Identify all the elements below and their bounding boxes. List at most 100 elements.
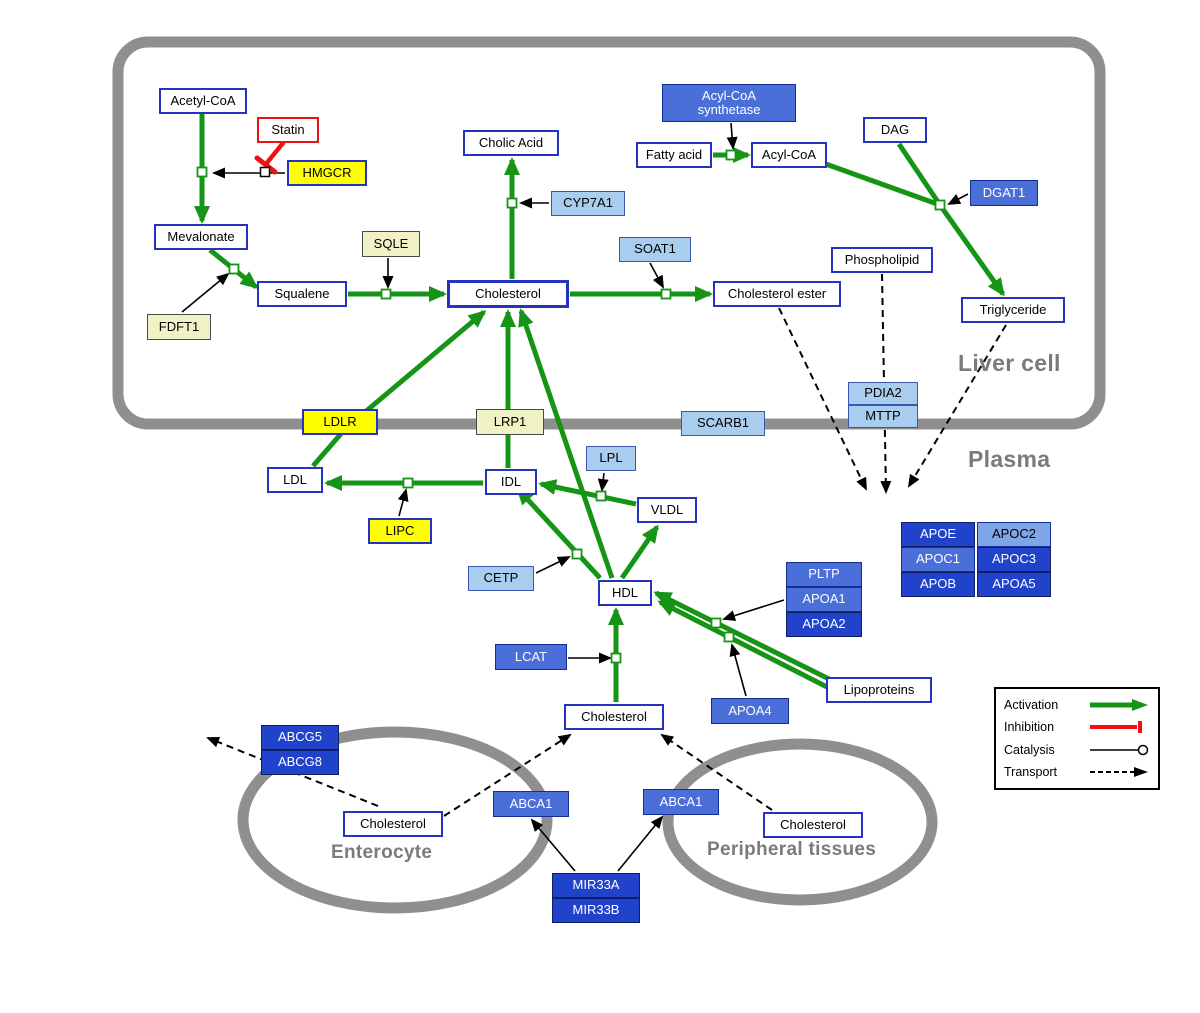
transport-edge <box>443 733 572 817</box>
node-lipoproteins[interactable]: Lipoproteins <box>826 677 932 703</box>
drug-action-node <box>259 166 271 178</box>
activation-edge <box>518 308 615 579</box>
catalysis-circle-icon <box>1090 744 1149 755</box>
reaction-node <box>595 490 607 502</box>
node-abcg5[interactable]: ABCG5 <box>261 725 339 750</box>
catalysis-edges <box>181 122 969 872</box>
legend-item-activation: Activation <box>1004 697 1150 713</box>
node-squalene[interactable]: Squalene <box>257 281 347 307</box>
node-mir33b[interactable]: MIR33B <box>552 898 640 923</box>
transport-dashed-arrow-icon <box>1090 766 1148 777</box>
node-cholesterol-liver[interactable]: Cholesterol <box>447 280 569 308</box>
activation-arrow-icon <box>1090 699 1148 712</box>
node-cholesterol-enterocyte[interactable]: Cholesterol <box>343 811 443 837</box>
node-soat1[interactable]: SOAT1 <box>619 237 691 262</box>
node-scarb1[interactable]: SCARB1 <box>681 411 765 436</box>
node-cholesterol-plasma[interactable]: Cholesterol <box>564 704 664 730</box>
node-triglyceride[interactable]: Triglyceride <box>961 297 1065 323</box>
node-apoc3[interactable]: APOC3 <box>977 547 1051 572</box>
legend: Activation Inhibition Catalysis Transpor… <box>994 687 1160 790</box>
activation-edge <box>515 486 602 580</box>
node-lrp1[interactable]: LRP1 <box>476 409 544 435</box>
node-vldl[interactable]: VLDL <box>637 497 697 523</box>
node-cyp7a1[interactable]: CYP7A1 <box>551 191 625 216</box>
node-lpl[interactable]: LPL <box>586 446 636 471</box>
legend-label-inhibition: Inhibition <box>1004 720 1055 735</box>
node-phospholipid[interactable]: Phospholipid <box>831 247 933 273</box>
activation-edge <box>657 599 835 693</box>
plasma-label: Plasma <box>968 446 1051 472</box>
node-idl[interactable]: IDL <box>485 469 537 495</box>
node-fdft1[interactable]: FDFT1 <box>147 314 211 340</box>
legend-label-transport: Transport <box>1004 764 1058 779</box>
node-apoa2[interactable]: APOA2 <box>786 612 862 637</box>
node-mevalonate[interactable]: Mevalonate <box>154 224 248 250</box>
legend-label-catalysis: Catalysis <box>1004 742 1055 757</box>
node-abca1-left[interactable]: ABCA1 <box>493 791 569 817</box>
node-apoa1[interactable]: APOA1 <box>786 587 862 612</box>
reaction-node <box>506 197 518 209</box>
node-abcg8[interactable]: ABCG8 <box>261 750 339 775</box>
node-cholesterol-peripheral[interactable]: Cholesterol <box>763 812 863 838</box>
inhibition-edge <box>254 140 286 175</box>
reaction-node <box>725 149 737 161</box>
legend-label-activation: Activation <box>1004 698 1059 713</box>
transport-edge <box>778 307 867 491</box>
node-pdia2[interactable]: PDIA2 <box>848 382 918 405</box>
activation-edge <box>538 479 637 507</box>
peripheral-tissues-membrane <box>662 738 938 906</box>
node-fatty-acid[interactable]: Fatty acid <box>636 142 712 168</box>
node-mir33a[interactable]: MIR33A <box>552 873 640 898</box>
node-cetp[interactable]: CETP <box>468 566 534 591</box>
node-apoe[interactable]: APOE <box>901 522 975 547</box>
node-mttp[interactable]: MTTP <box>848 405 918 428</box>
node-hdl[interactable]: HDL <box>598 580 652 606</box>
node-ldlr[interactable]: LDLR <box>302 409 378 435</box>
activation-edge <box>896 142 943 207</box>
node-acyl-coa[interactable]: Acyl-CoA <box>751 142 827 168</box>
node-statin[interactable]: Statin <box>257 117 319 143</box>
reaction-nodes <box>196 149 946 664</box>
catalysis-edge <box>649 262 664 289</box>
enterocyte-label: Enterocyte <box>331 842 433 863</box>
node-acyl-coa-synthetase[interactable]: Acyl-CoA synthetase <box>662 84 796 122</box>
liver-cell-membrane <box>112 36 1106 430</box>
node-abca1-right[interactable]: ABCA1 <box>643 789 719 815</box>
catalysis-edge <box>729 643 747 697</box>
liver-cell-label: Liver cell <box>958 350 1061 376</box>
reaction-node <box>723 631 735 643</box>
catalysis-edge <box>181 272 230 313</box>
node-pltp[interactable]: PLTP <box>786 562 862 587</box>
node-dgat1[interactable]: DGAT1 <box>970 180 1038 206</box>
catalysis-edge <box>722 599 785 621</box>
legend-item-transport: Transport <box>1004 764 1150 780</box>
node-apob[interactable]: APOB <box>901 572 975 597</box>
activation-edge <box>822 160 941 208</box>
activation-edge <box>937 203 1006 297</box>
node-apoc1[interactable]: APOC1 <box>901 547 975 572</box>
node-cholesterol-ester[interactable]: Cholesterol ester <box>713 281 841 307</box>
node-apoc2[interactable]: APOC2 <box>977 522 1051 547</box>
reaction-node <box>934 199 946 211</box>
node-acetyl-coa[interactable]: Acetyl-CoA <box>159 88 247 114</box>
catalysis-edge <box>597 472 609 492</box>
activation-edge <box>653 590 831 682</box>
node-hmgcr[interactable]: HMGCR <box>287 160 367 186</box>
node-apoa5[interactable]: APOA5 <box>977 572 1051 597</box>
node-lcat[interactable]: LCAT <box>495 644 567 670</box>
node-lipc[interactable]: LIPC <box>368 518 432 544</box>
activation-edges <box>194 114 1006 702</box>
reaction-node <box>710 617 722 629</box>
node-apoa4[interactable]: APOA4 <box>711 698 789 724</box>
reaction-node <box>196 166 208 178</box>
inhibition-tbar-icon <box>1090 721 1142 734</box>
catalysis-edge <box>617 815 664 872</box>
reaction-node <box>660 288 672 300</box>
reaction-node <box>402 477 414 489</box>
node-cholic-acid[interactable]: Cholic Acid <box>463 130 559 156</box>
node-dag[interactable]: DAG <box>863 117 927 143</box>
node-sqle[interactable]: SQLE <box>362 231 420 257</box>
compartments <box>112 36 1106 914</box>
node-ldl[interactable]: LDL <box>267 467 323 493</box>
